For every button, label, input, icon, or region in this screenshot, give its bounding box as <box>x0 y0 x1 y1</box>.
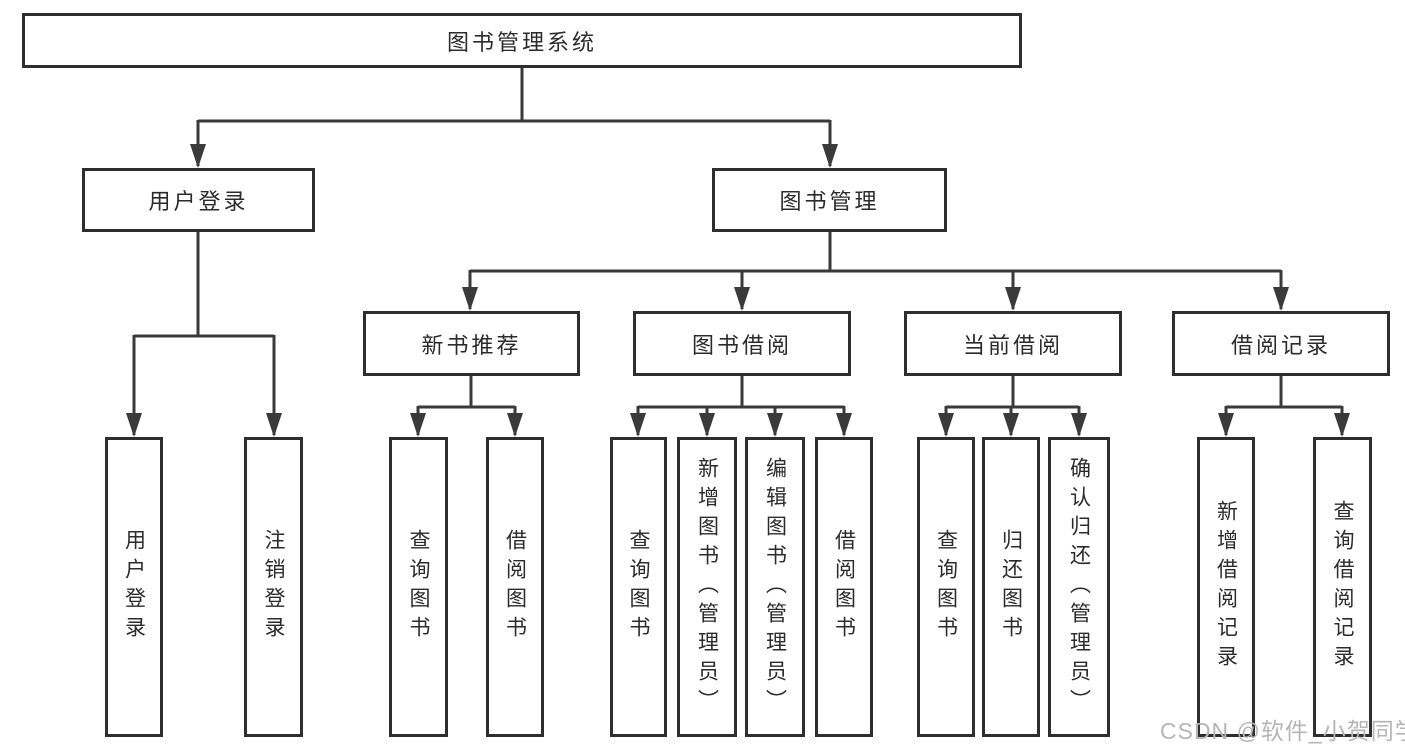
leaf-query-borrow-record: 查询借阅记录 <box>1313 437 1372 737</box>
leaf-label: 借阅图书 <box>832 529 856 645</box>
leaf-query-books: 查询图书 <box>389 437 448 737</box>
node-label: 图书管理 <box>779 189 880 214</box>
leaf-borrow-books: 借阅图书 <box>815 437 873 737</box>
leaf-label: 借阅图书 <box>503 529 527 645</box>
csdn-watermark: CSDN @软件_小贺同学 <box>1160 718 1405 744</box>
node-label: 当前借阅 <box>962 332 1063 358</box>
leaf-logout: 注销登录 <box>244 437 303 737</box>
node-label: 新书推荐 <box>421 332 522 358</box>
leaf-label: 新增图书（管理员） <box>695 456 719 718</box>
leaf-label: 查询图书 <box>627 529 650 645</box>
node-book-borrowing: 图书借阅 <box>633 311 851 376</box>
node-current-borrowing: 当前借阅 <box>904 311 1122 376</box>
leaf-label: 确认归还（管理员） <box>1067 456 1091 718</box>
node-user-login: 用户登录 <box>82 168 315 232</box>
leaf-edit-books-admin: 编辑图书（管理员） <box>745 437 805 737</box>
node-borrowing-records: 借阅记录 <box>1172 311 1390 376</box>
leaf-confirm-return-admin: 确认归还（管理员） <box>1048 437 1110 737</box>
node-book-management: 图书管理 <box>712 168 947 232</box>
leaf-label: 注销登录 <box>262 529 285 645</box>
leaf-label: 新增借阅记录 <box>1214 500 1238 674</box>
leaf-return-books: 归还图书 <box>982 437 1040 737</box>
node-label: 图书管理系统 <box>446 29 597 55</box>
node-library-management-system: 图书管理系统 <box>22 13 1022 68</box>
node-label: 图书借阅 <box>691 332 792 358</box>
leaf-label: 查询借阅记录 <box>1331 500 1354 674</box>
leaf-borrow-books: 借阅图书 <box>486 437 544 737</box>
leaf-label: 查询图书 <box>934 529 958 645</box>
node-new-book-recommendation: 新书推荐 <box>363 311 580 376</box>
leaf-label: 归还图书 <box>999 529 1023 645</box>
node-label: 用户登录 <box>148 189 249 214</box>
leaf-user-login: 用户登录 <box>105 437 163 737</box>
leaf-label: 查询图书 <box>407 529 430 645</box>
leaf-add-books-admin: 新增图书（管理员） <box>677 437 737 737</box>
leaf-label: 用户登录 <box>122 529 146 645</box>
leaf-query-books: 查询图书 <box>917 437 975 737</box>
leaf-label: 编辑图书（管理员） <box>763 456 787 718</box>
node-label: 借阅记录 <box>1230 332 1331 358</box>
leaf-add-borrow-record: 新增借阅记录 <box>1197 437 1255 737</box>
leaf-query-books: 查询图书 <box>610 437 667 737</box>
